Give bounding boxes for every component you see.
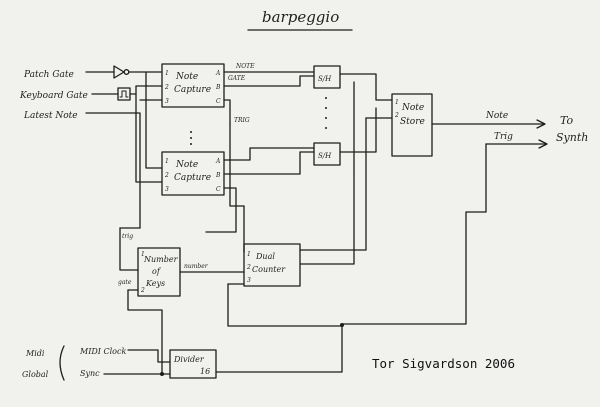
wire-gate-bus-2 [145, 71, 163, 169]
pulse-detector-box [117, 87, 131, 101]
nc2-port-c: C [216, 186, 221, 193]
counter-port-2: 2 [246, 264, 251, 271]
sh2-label: S/H [318, 152, 332, 160]
dual-counter-block [243, 243, 301, 287]
nc1-port-b: B [215, 84, 221, 91]
nc2-port-3: 3 [165, 186, 169, 193]
nc1-port-c: C [216, 98, 221, 105]
nc1-port-2: 2 [164, 84, 169, 91]
divider-value: 16 [200, 367, 210, 376]
arrow-trig-out [538, 139, 548, 149]
sample-hold-2-block [313, 142, 341, 166]
label-midi-clock: MIDI Clock [79, 347, 126, 356]
label-sync: Sync [80, 369, 100, 378]
wire-nc2-note [223, 147, 315, 161]
nc1-label-1: Note [175, 72, 198, 82]
sh1-label: S/H [318, 75, 332, 83]
wire-label-number: number [184, 263, 209, 270]
keys-label-2: of [152, 267, 162, 276]
synth-label: Synth [556, 131, 588, 144]
nc2-port-a: A [215, 158, 221, 165]
keys-label-3: Keys [145, 279, 165, 288]
wire-sh2-to-store [339, 107, 377, 153]
nc1-port-a: A [215, 70, 221, 77]
store-label-1: Note [401, 103, 424, 113]
author-signature: Tor Sigvardson 2006 [372, 356, 515, 371]
dot-sh-4 [325, 127, 327, 129]
counter-port-1: 1 [247, 251, 251, 258]
midi-global-brace [59, 345, 65, 381]
dot-nc-2 [190, 137, 192, 139]
wire-sync-to-keys [127, 289, 163, 375]
inverter-symbol [113, 65, 125, 79]
arrow-note-out [536, 119, 546, 129]
label-global: Global [22, 370, 49, 379]
output-trig-label: Trig [494, 132, 513, 142]
junction-reset [340, 323, 344, 327]
wire-gate-to-keys [119, 227, 139, 271]
wire-trig-bus [229, 123, 245, 207]
wire-label-trig: TRIG [234, 117, 250, 124]
note-store-block [391, 93, 433, 157]
store-port-1: 1 [395, 99, 399, 106]
wire-latest-note [85, 112, 141, 229]
wire-label-gate: GATE [228, 75, 246, 82]
wire-pulse-to-nc2 [135, 93, 163, 183]
wire-nc2-gate [223, 151, 315, 175]
dot-sh-1 [325, 97, 327, 99]
wire-nc1-trig [223, 99, 231, 125]
keys-port-1: 1 [141, 251, 145, 258]
inverter-bubble [123, 69, 130, 75]
wire-counter-to-sh [299, 167, 355, 265]
keys-label-1: Number [143, 255, 179, 264]
divider-block [169, 349, 217, 379]
nc2-label-2: Capture [174, 173, 211, 183]
wire-pulse-to-nc1 [129, 85, 163, 95]
sample-hold-1-block [313, 65, 341, 89]
nc2-label-1: Note [175, 160, 198, 170]
dot-sh-2 [325, 107, 327, 109]
keys-port-2: 2 [140, 287, 145, 294]
wire-midi-clock [127, 349, 171, 363]
nc2-port-b: B [215, 172, 221, 179]
label-latest-note: Latest Note [23, 111, 78, 121]
store-port-2: 2 [394, 112, 399, 119]
store-label-2: Store [400, 117, 425, 127]
output-note-label: Note [485, 111, 508, 121]
nc2-port-1: 1 [165, 158, 169, 165]
wire-counter-to-store [299, 117, 367, 251]
nc2-port-2: 2 [164, 172, 169, 179]
label-keyboard-gate: Keyboard Gate [19, 91, 88, 101]
wire-trig-return [341, 143, 487, 325]
dot-nc-3 [190, 143, 192, 145]
nc1-port-3: 3 [165, 98, 169, 105]
wire-label-trig2: trig [122, 233, 133, 240]
divider-label: Divider [173, 355, 205, 364]
label-patch-gate: Patch Gate [23, 70, 74, 80]
nc1-label-2: Capture [174, 85, 211, 95]
pulse-icon [119, 90, 129, 98]
counter-label-2: Counter [252, 265, 286, 274]
dot-nc-1 [190, 131, 192, 133]
dot-sh-3 [325, 117, 327, 119]
label-midi: Midi [25, 349, 45, 358]
nc1-port-1: 1 [165, 70, 169, 77]
counter-port-3: 3 [247, 277, 251, 284]
wire-label-note: NOTE [235, 63, 255, 70]
wire-sh1-to-store [339, 73, 393, 101]
wire-counter-reset [227, 283, 343, 327]
diagram-title: barpeggio [262, 8, 339, 26]
wire-divider-out [215, 325, 343, 373]
to-label: To [560, 114, 573, 127]
wire-nc1-gate [223, 75, 315, 87]
counter-label-1: Dual [255, 252, 275, 261]
wire-label-gate2: gate [118, 279, 132, 286]
